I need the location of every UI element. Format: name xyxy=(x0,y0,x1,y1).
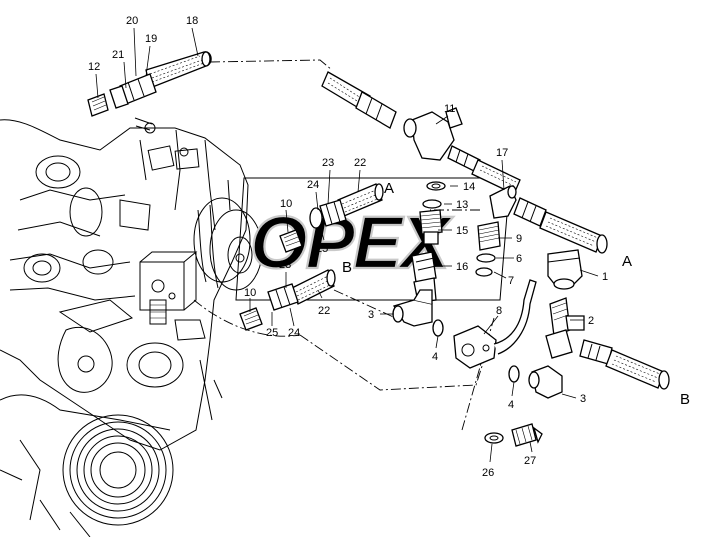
tee-fitting-11 xyxy=(403,107,481,173)
callout-25-lower: 25 xyxy=(266,327,278,339)
fitting-9 xyxy=(477,221,501,251)
washer-7 xyxy=(475,267,493,277)
callout-13: 13 xyxy=(456,199,468,211)
callout-labels: 20 18 21 19 12 11 17 23 22 24 10 25 14 1… xyxy=(88,15,608,479)
callout-23-lower: 23 xyxy=(279,259,291,271)
callout-1: 1 xyxy=(602,271,608,283)
elbow-3-center xyxy=(392,289,433,327)
callout-14: 14 xyxy=(463,181,475,193)
callout-27: 27 xyxy=(524,455,536,467)
fitting-10-upper xyxy=(279,229,303,253)
hose-right-upper xyxy=(513,197,608,254)
washer-13 xyxy=(422,199,442,209)
washer-4-center xyxy=(432,319,444,337)
washer-6 xyxy=(476,253,496,263)
callout-10-lower: 10 xyxy=(244,287,256,299)
callout-22-lower: 22 xyxy=(318,305,330,317)
cap-1 xyxy=(547,249,583,290)
callout-15: 15 xyxy=(456,225,468,237)
hose-upper-mid xyxy=(321,71,397,129)
engine-assembly xyxy=(0,117,263,451)
hose-22-lower xyxy=(267,269,336,311)
callout-26: 26 xyxy=(482,467,494,479)
bolt-27 xyxy=(511,423,543,447)
fitting-12 xyxy=(87,93,109,117)
callout-24-upper: 24 xyxy=(307,179,319,191)
callout-12: 12 xyxy=(88,61,100,73)
callout-21: 21 xyxy=(112,49,124,61)
callout-4-center: 4 xyxy=(432,351,438,363)
callout-8: 8 xyxy=(496,305,502,317)
block-8 xyxy=(453,279,537,369)
callout-25-upper: 25 xyxy=(316,243,328,255)
callout-17: 17 xyxy=(496,147,508,159)
callout-6: 6 xyxy=(516,253,522,265)
callout-16: 16 xyxy=(456,261,468,273)
callout-10-upper: 10 xyxy=(280,198,292,210)
connector-a-upper: A xyxy=(384,180,394,197)
connector-labels: A B A B xyxy=(342,180,690,408)
callout-23-upper: 23 xyxy=(322,157,334,169)
elbow-3-right xyxy=(528,365,563,399)
callout-18: 18 xyxy=(186,15,198,27)
callout-2: 2 xyxy=(588,315,594,327)
connector-b-upper: B xyxy=(342,259,352,276)
hose-18 xyxy=(145,51,212,89)
hose-right-lower xyxy=(545,329,670,390)
elbow-17 xyxy=(489,185,517,219)
fitting-10-lower xyxy=(239,307,263,331)
hose-22-upper xyxy=(309,183,384,229)
callout-4-right: 4 xyxy=(508,399,514,411)
fitting-15 xyxy=(419,209,443,245)
callout-24-lower: 24 xyxy=(288,327,300,339)
callout-9: 9 xyxy=(516,233,522,245)
flywheel xyxy=(0,414,174,537)
washer-26 xyxy=(484,432,504,444)
callout-7: 7 xyxy=(508,275,514,287)
callout-19: 19 xyxy=(145,33,157,45)
washer-14 xyxy=(426,181,446,191)
washer-4-right xyxy=(508,365,520,383)
connector-b-right: B xyxy=(680,391,690,408)
callout-20: 20 xyxy=(126,15,138,27)
callout-11: 11 xyxy=(444,103,455,115)
leader-lines xyxy=(95,27,599,463)
callout-3-right: 3 xyxy=(580,393,586,405)
fitting-19-21 xyxy=(109,73,157,109)
connector-a-right: A xyxy=(622,253,632,270)
callout-22-upper: 22 xyxy=(354,157,366,169)
callout-3-center: 3 xyxy=(368,309,374,321)
tee-2 xyxy=(549,297,585,337)
